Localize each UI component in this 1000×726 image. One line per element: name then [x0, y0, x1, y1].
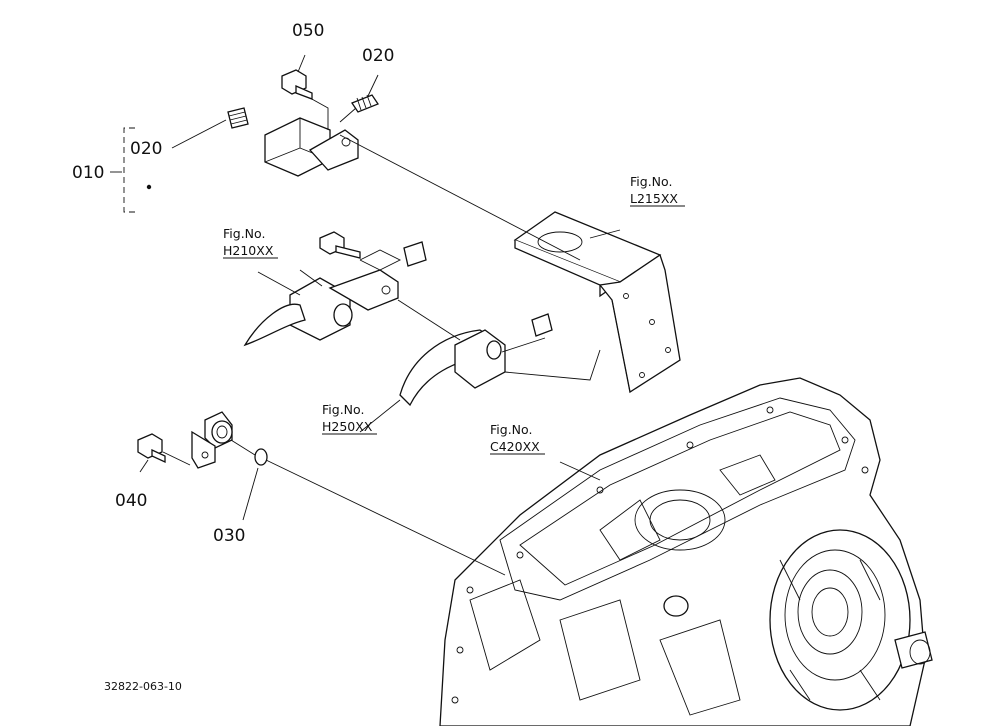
- fig-c420-label: Fig.No.: [490, 422, 532, 437]
- fig-h210-label: Fig.No.: [223, 226, 265, 241]
- mounting-bracket: [513, 211, 681, 394]
- callout-020-top: 020: [362, 46, 394, 66]
- h210-assembly: [243, 231, 427, 347]
- drawing-code: 32822-063-10: [104, 680, 182, 693]
- reference-dot: [146, 184, 152, 190]
- fig-h250-code: H250XX: [322, 419, 373, 434]
- pipe-bracket-symbol: [110, 127, 135, 213]
- bolt-050: [281, 69, 313, 100]
- fig-l215-label: Fig.No.: [630, 174, 672, 189]
- o-ring-030: [254, 448, 268, 466]
- fig-c420-code: C420XX: [490, 439, 540, 454]
- bolt-040: [137, 433, 166, 464]
- callout-040: 040: [115, 491, 147, 511]
- plug-020-top: [351, 94, 379, 113]
- transmission-case: [439, 377, 933, 726]
- h250-assembly: [399, 313, 553, 407]
- plug-020-left: [227, 107, 249, 129]
- callout-030: 030: [213, 526, 245, 546]
- callout-050: 050: [292, 21, 324, 41]
- leader-lines: [139, 54, 621, 576]
- fig-h210-code: H210XX: [223, 243, 274, 258]
- fig-l215-code: L215XX: [630, 191, 678, 206]
- pipe-assembly: [135, 117, 359, 469]
- callout-010: 010: [72, 163, 104, 183]
- callout-020-left: 020: [130, 139, 162, 159]
- fig-h250-label: Fig.No.: [322, 402, 364, 417]
